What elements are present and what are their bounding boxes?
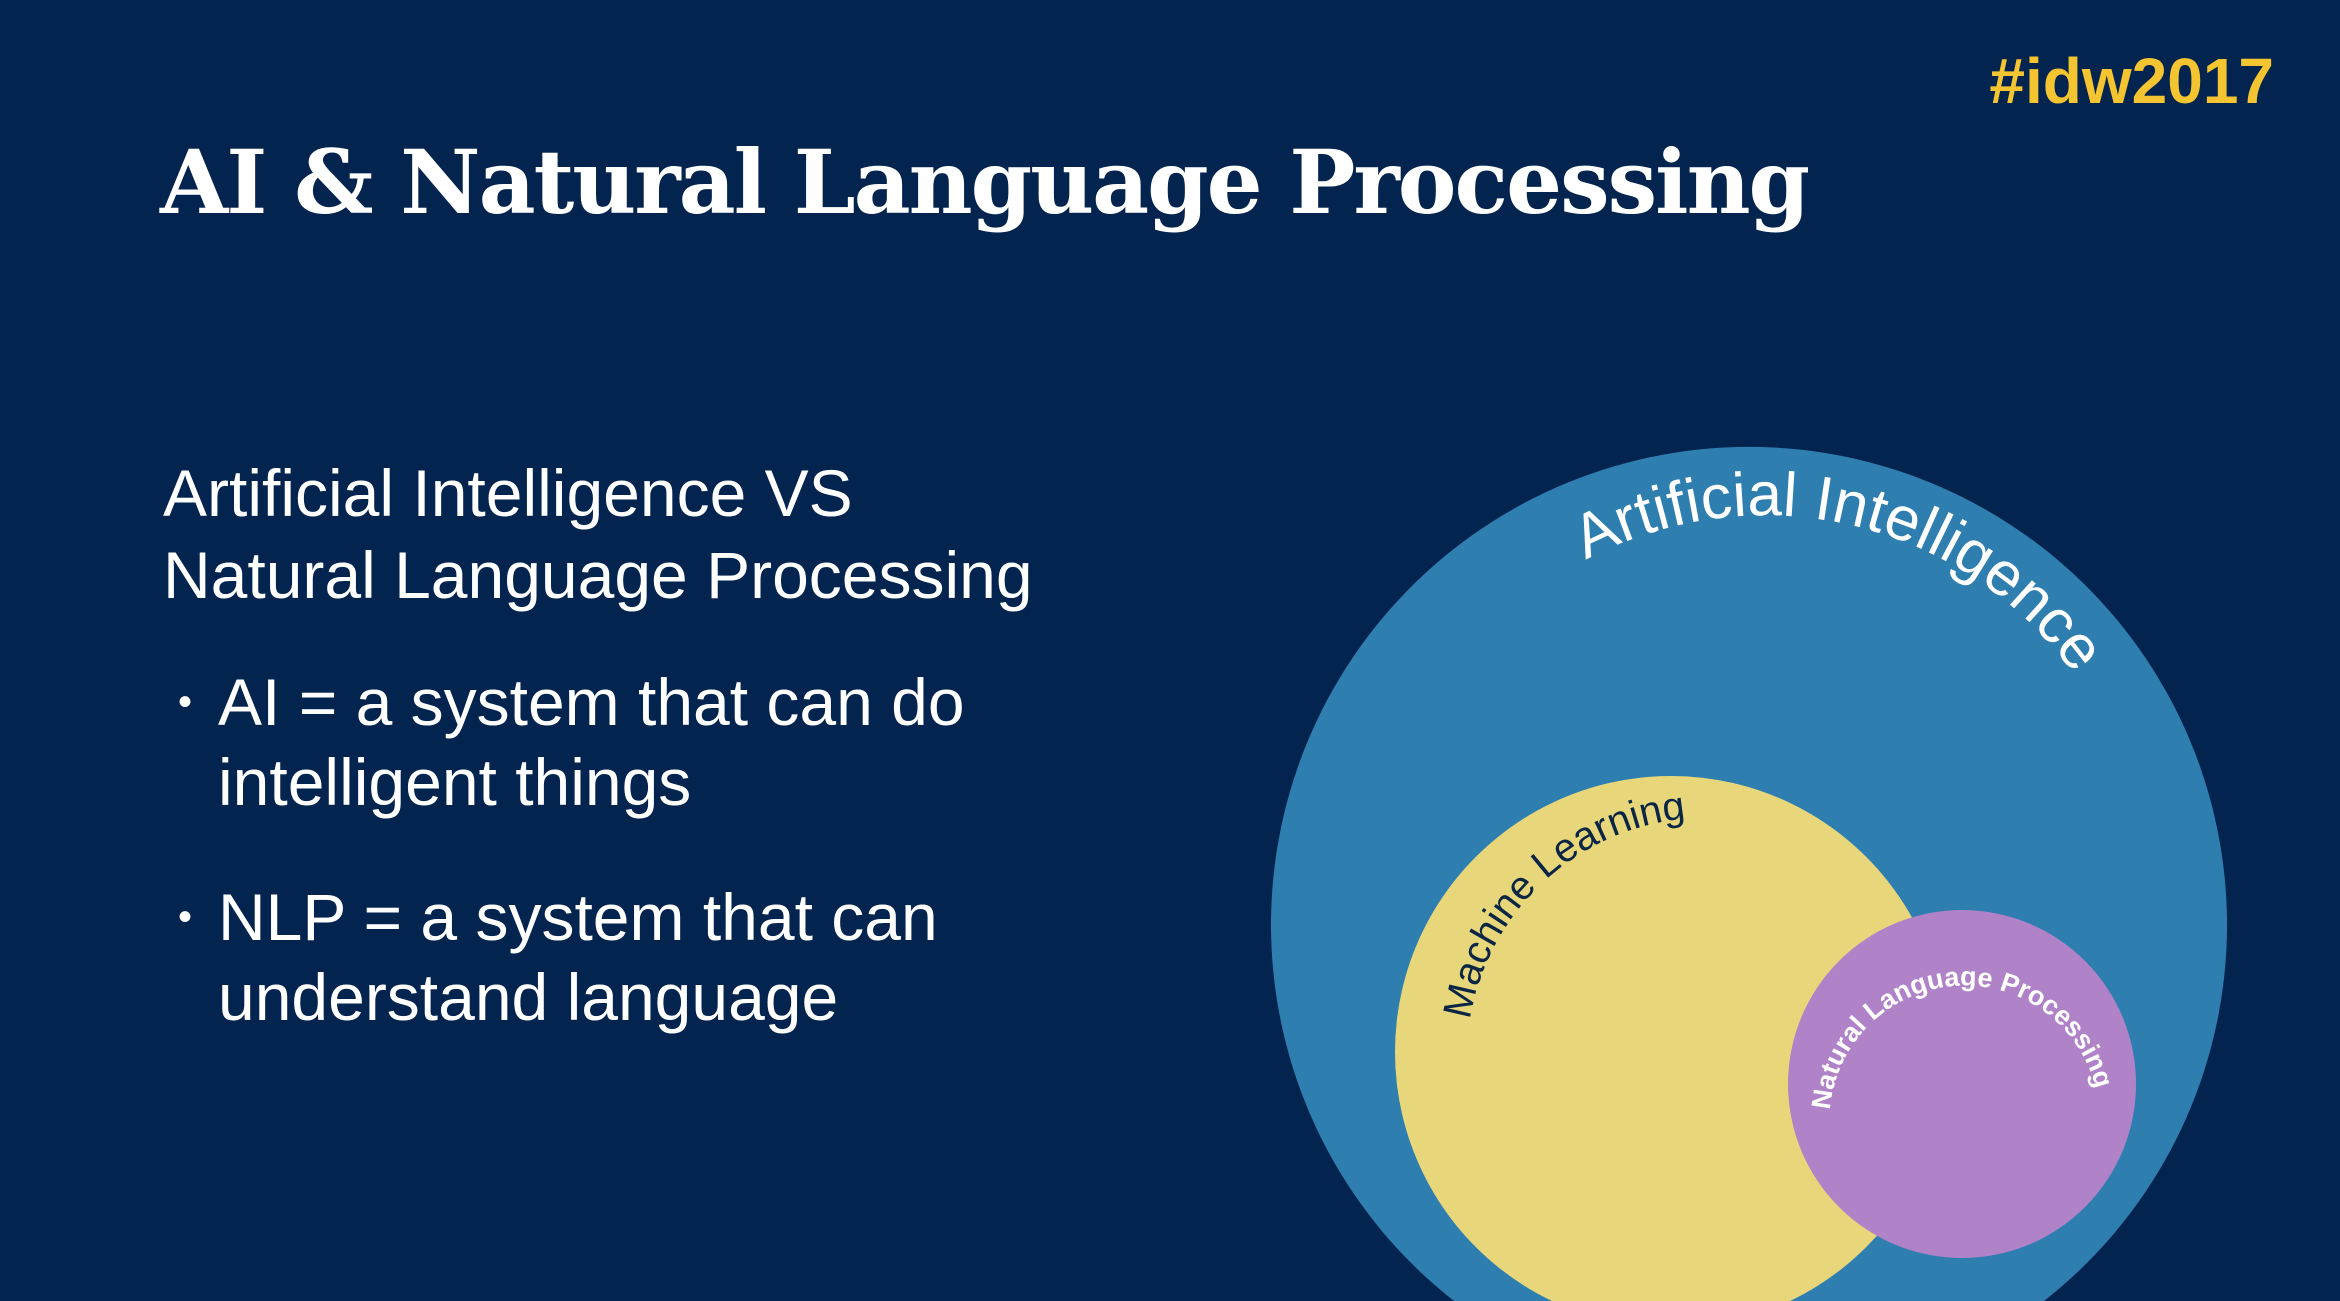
bullet-list: • AI = a system that can do intelligent t… <box>178 662 1098 1092</box>
hashtag: #idw2017 <box>1989 45 2274 117</box>
bullet-item: • NLP = a system that can understand lang… <box>178 877 1098 1037</box>
subtitle: Artificial Intelligence VS Natural Langu… <box>163 452 1033 616</box>
bullet-icon: • <box>178 680 193 724</box>
bullet-icon: • <box>178 895 193 939</box>
bullet-text: AI = a system that can do intelligent th… <box>218 665 965 819</box>
ml-circle <box>1395 775 1947 1301</box>
bullet-text: NLP = a system that can understand langu… <box>218 880 938 1034</box>
nlp-circle <box>1788 910 2136 1258</box>
subtitle-line-1: Artificial Intelligence VS <box>163 456 853 530</box>
slide-title: AI & Natural Language Processing <box>160 130 1810 234</box>
bullet-item: • AI = a system that can do intelligent t… <box>178 662 1098 822</box>
subtitle-line-2: Natural Language Processing <box>163 538 1033 612</box>
